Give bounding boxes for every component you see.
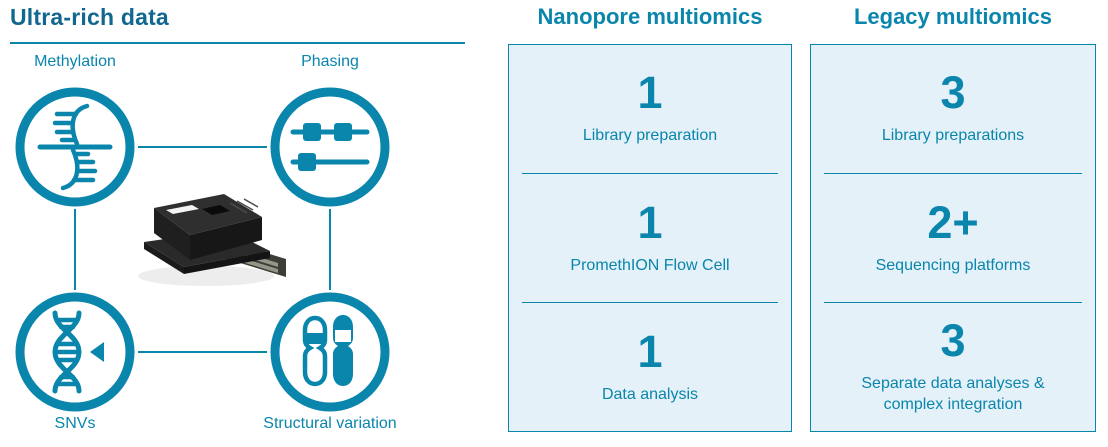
legacy-multiomics-box: 3 Library preparations 2+ Sequencing pla… <box>810 44 1096 432</box>
stat-row: 3 Separate data analyses & complex integ… <box>811 303 1095 431</box>
snvs-icon <box>15 292 135 412</box>
stat-value: 1 <box>637 67 663 119</box>
structural-variation-icon <box>270 292 390 412</box>
row-divider <box>522 172 778 175</box>
stat-row: 1 PromethION Flow Cell <box>509 174 791 302</box>
methylation-label: Methylation <box>34 53 116 70</box>
stat-value: 3 <box>940 315 966 367</box>
methylation-icon <box>15 87 135 207</box>
structural-variation-label: Structural variation <box>263 415 397 432</box>
phasing-icon <box>270 87 390 207</box>
phasing-label: Phasing <box>301 53 359 70</box>
connector-line-right <box>329 209 331 290</box>
title-underline <box>10 42 465 44</box>
stat-label: Library preparation <box>582 127 718 145</box>
stat-row: 1 Data analysis <box>509 303 791 431</box>
stat-row: 1 Library preparation <box>509 45 791 173</box>
stat-label: Data analysis <box>601 385 699 403</box>
stat-row: 3 Library preparations <box>811 45 1095 173</box>
stat-row: 2+ Sequencing platforms <box>811 174 1095 302</box>
stat-label: Sequencing platforms <box>875 256 1031 274</box>
row-divider <box>522 301 778 304</box>
stat-value: 1 <box>637 325 663 377</box>
snvs-label: SNVs <box>54 415 96 432</box>
stat-label: Separate data analyses & complex integra… <box>861 375 1045 414</box>
connector-line-top <box>138 146 267 148</box>
row-divider <box>824 301 1082 304</box>
panel-title: Nanopore multiomics <box>537 4 763 29</box>
stat-label: PromethION Flow Cell <box>570 256 730 274</box>
row-divider <box>824 172 1082 175</box>
panel-title: Legacy multiomics <box>853 4 1053 29</box>
stat-value: 2+ <box>927 196 979 248</box>
stat-value: 1 <box>637 196 663 248</box>
promethion-flow-cell-photo <box>138 194 286 286</box>
stat-value: 3 <box>940 67 966 119</box>
connector-line-left <box>74 209 76 290</box>
section-title: Ultra-rich data <box>10 4 169 30</box>
nanopore-multiomics-box: 1 Library preparation 1 PromethION Flow … <box>508 44 792 432</box>
stat-label: Library preparations <box>881 127 1025 145</box>
connector-line-bottom <box>138 351 267 353</box>
